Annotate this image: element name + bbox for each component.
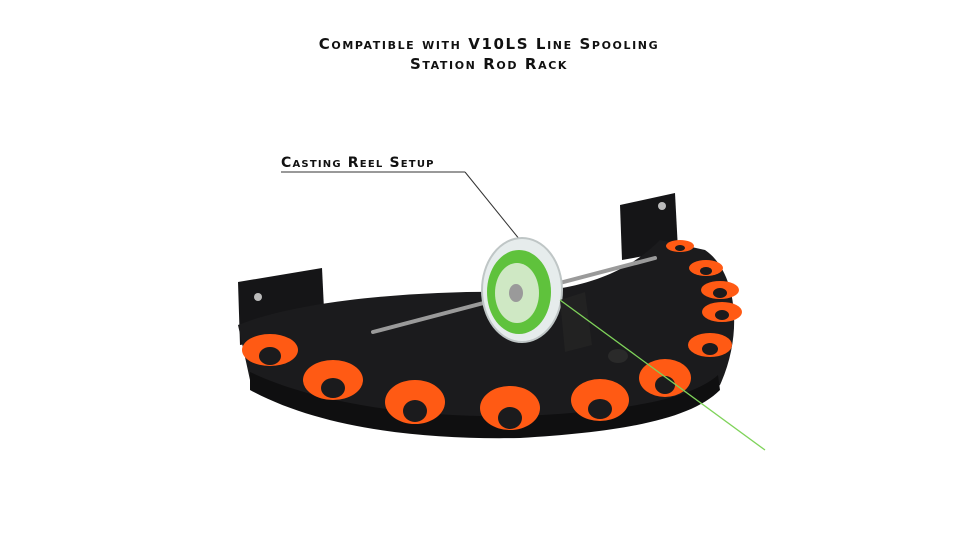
rod-slot [701,281,739,299]
screw-icon [254,293,262,301]
line-guide-icon [608,349,628,363]
product-title-line-1: Compatible with V10LS Line Spooling [318,35,660,53]
rod-slot [571,379,629,421]
callout-leader-line [281,171,521,241]
rod-slot [639,359,691,397]
rod-slot [242,334,298,366]
rod-slots [242,240,742,430]
rod-slot [689,260,723,276]
screw-icon [658,202,666,210]
fishing-line [559,299,766,451]
rod-slot [688,333,732,357]
casting-reel-setup-callout: Casting Reel Setup [281,155,435,171]
product-title-line-2: Station Rod Rack [409,55,568,73]
spool-holder-post [560,292,592,352]
line-spool-icon [481,237,563,343]
rod-slot [666,240,694,252]
rod-slot [385,380,445,424]
rod-slot [480,386,540,430]
rod-slot [303,360,363,400]
rod-slot [702,302,742,322]
